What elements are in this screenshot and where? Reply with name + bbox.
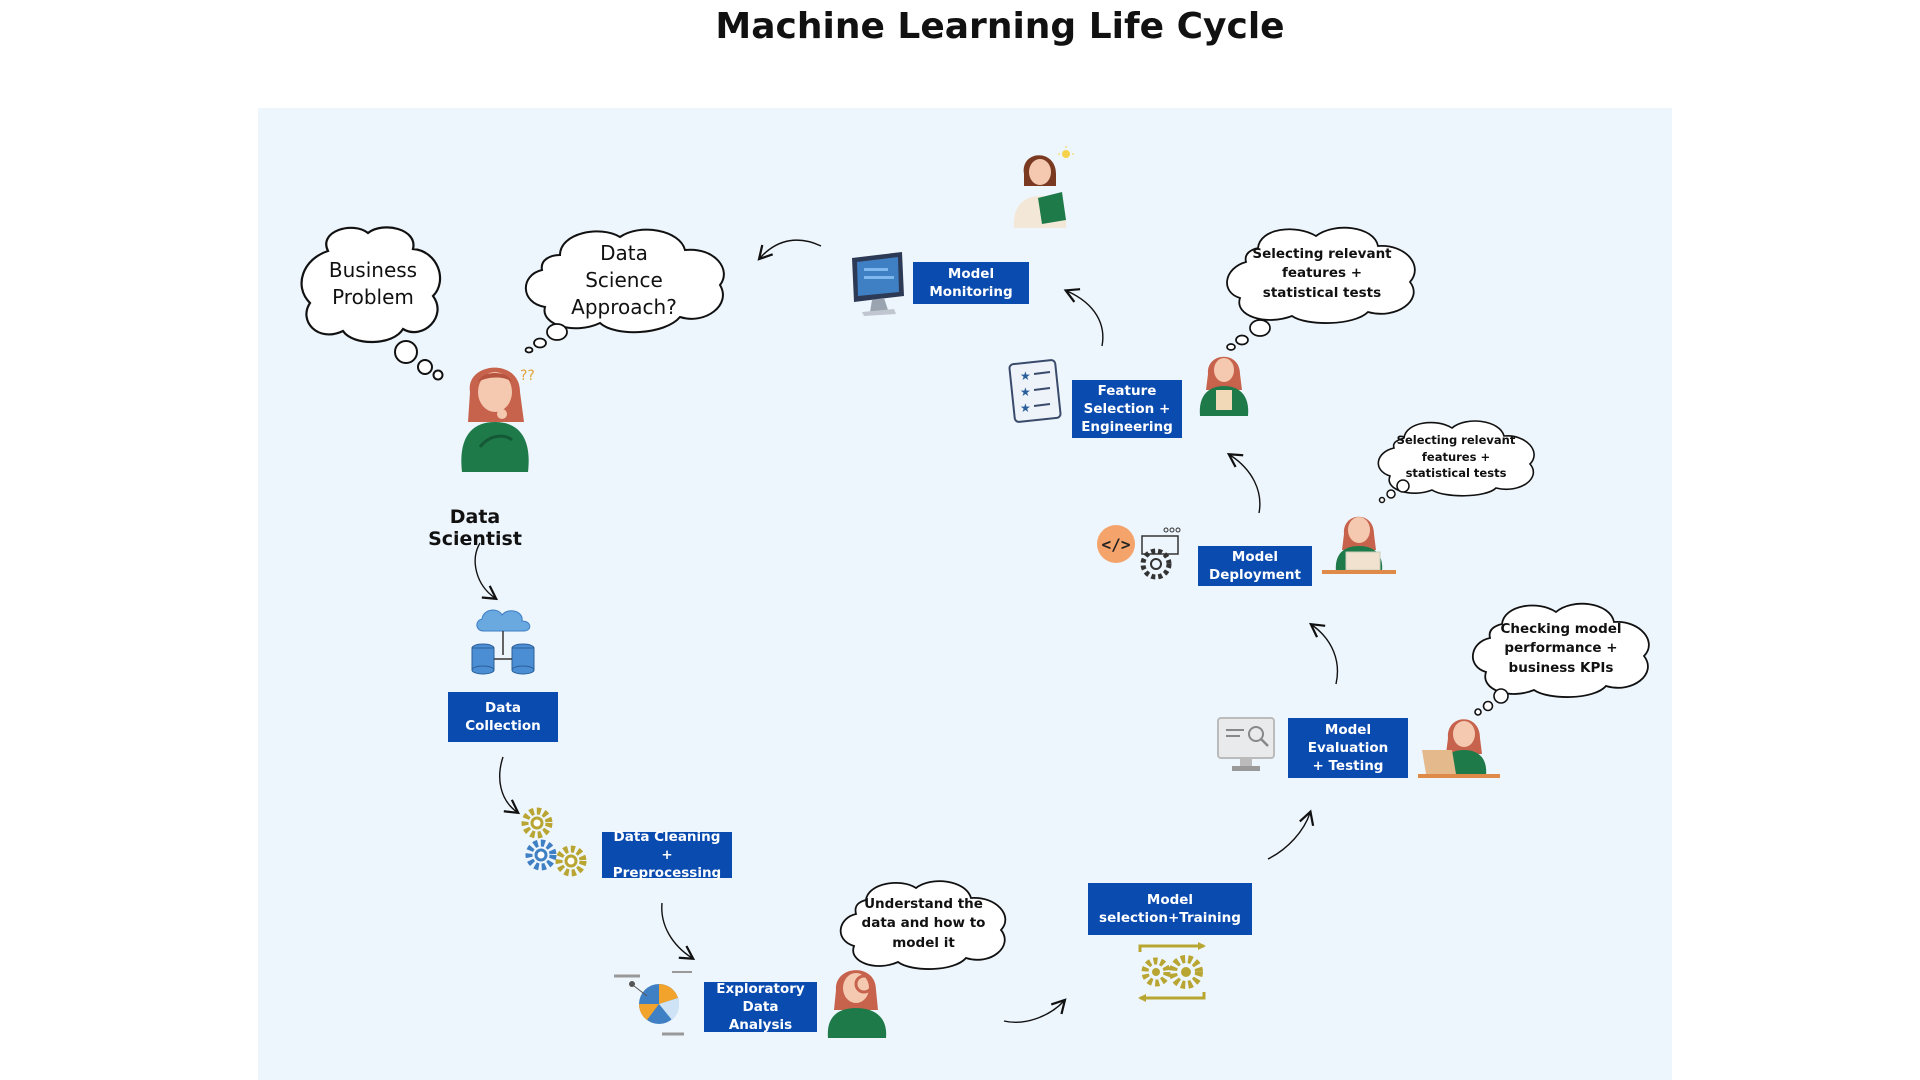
step-data-cleaning: Data Cleaning + Preprocessing	[602, 829, 732, 881]
step-model-monitoring: Model Monitoring	[913, 262, 1029, 304]
arrow-ds-to-collection	[474, 542, 499, 601]
page-title: Machine Learning Life Cycle	[715, 6, 1285, 47]
monitoring-person-with-idea-illustration	[1013, 146, 1074, 228]
gears-cycle-icon	[1138, 942, 1206, 1002]
step-data-collection: Data Collection	[448, 692, 558, 742]
step-model-deployment: Model Deployment	[1198, 546, 1312, 586]
step-model-selection: Model selection+Training	[1088, 883, 1252, 935]
gears-icon	[521, 807, 587, 877]
thought-bubbles-trail-1	[394, 340, 444, 381]
arrow-eda-to-selection	[1003, 998, 1067, 1023]
feature-engineer-illustration	[1199, 356, 1249, 416]
thought-cloud-eda: Understand the data and how to model it	[836, 878, 1011, 970]
cloud-database-icon	[471, 609, 535, 675]
thought-cloud-feature-selection: Selecting relevant features + statistica…	[1222, 224, 1422, 324]
arrow-monitoring-to-start	[757, 239, 822, 261]
arrow-deployment-to-feature	[1226, 452, 1261, 514]
step-eda: Exploratory Data Analysis	[704, 981, 817, 1033]
analyst-with-magnifier-illustration	[827, 970, 887, 1038]
thought-bubbles-trail-eval	[1474, 688, 1509, 716]
arrow-selection-to-evaluation	[1267, 809, 1315, 860]
evaluation-thought-text: Checking model performance + business KP…	[1500, 620, 1622, 676]
svg-text:★: ★	[1020, 385, 1031, 399]
deployer-at-laptop-illustration	[1322, 516, 1396, 574]
eda-thought-text: Understand the data and how to model it	[861, 895, 986, 951]
monitor-icon	[852, 252, 904, 316]
pie-chart-icon	[614, 971, 692, 1036]
arrow-collection-to-cleaning	[499, 756, 521, 815]
arrow-feature-to-monitoring	[1063, 288, 1104, 347]
monitor-search-icon	[1217, 717, 1275, 771]
deployment-thought-text: Selecting relevant features + statistica…	[1396, 432, 1516, 481]
data-scientist-label: Data Scientist	[428, 506, 522, 550]
thought-bubbles-trail-2	[524, 323, 568, 354]
thought-bubbles-trail-feature	[1226, 319, 1271, 351]
thought-cloud-business-problem: Business Problem	[298, 221, 448, 346]
approach-text: Data Science Approach?	[571, 240, 677, 319]
arrow-cleaning-to-eda	[661, 902, 696, 961]
thought-cloud-deployment: Selecting relevant features + statistica…	[1374, 418, 1538, 497]
business-problem-text: Business Problem	[328, 257, 418, 309]
svg-text:★: ★	[1020, 369, 1031, 383]
thought-cloud-approach: Data Science Approach?	[520, 225, 728, 335]
step-feature-selection: Feature Selection + Engineering	[1072, 380, 1182, 438]
checklist-icon: ★ ★ ★	[1008, 359, 1062, 423]
arrow-evaluation-to-deployment	[1308, 622, 1339, 685]
feature-selection-thought-text: Selecting relevant features + statistica…	[1252, 245, 1392, 301]
svg-text:</>: </>	[1102, 535, 1131, 554]
code-deploy-icon: </>	[1097, 525, 1181, 580]
thought-bubbles-trail-deploy	[1378, 479, 1410, 504]
svg-text:??: ??	[520, 368, 535, 384]
data-scientist-illustration: ??	[461, 367, 535, 472]
evaluator-at-laptop-illustration	[1418, 719, 1500, 778]
step-model-evaluation: Model Evaluation + Testing	[1288, 718, 1408, 778]
svg-text:★: ★	[1020, 401, 1031, 415]
thought-cloud-evaluation: Checking model performance + business KP…	[1468, 600, 1654, 698]
